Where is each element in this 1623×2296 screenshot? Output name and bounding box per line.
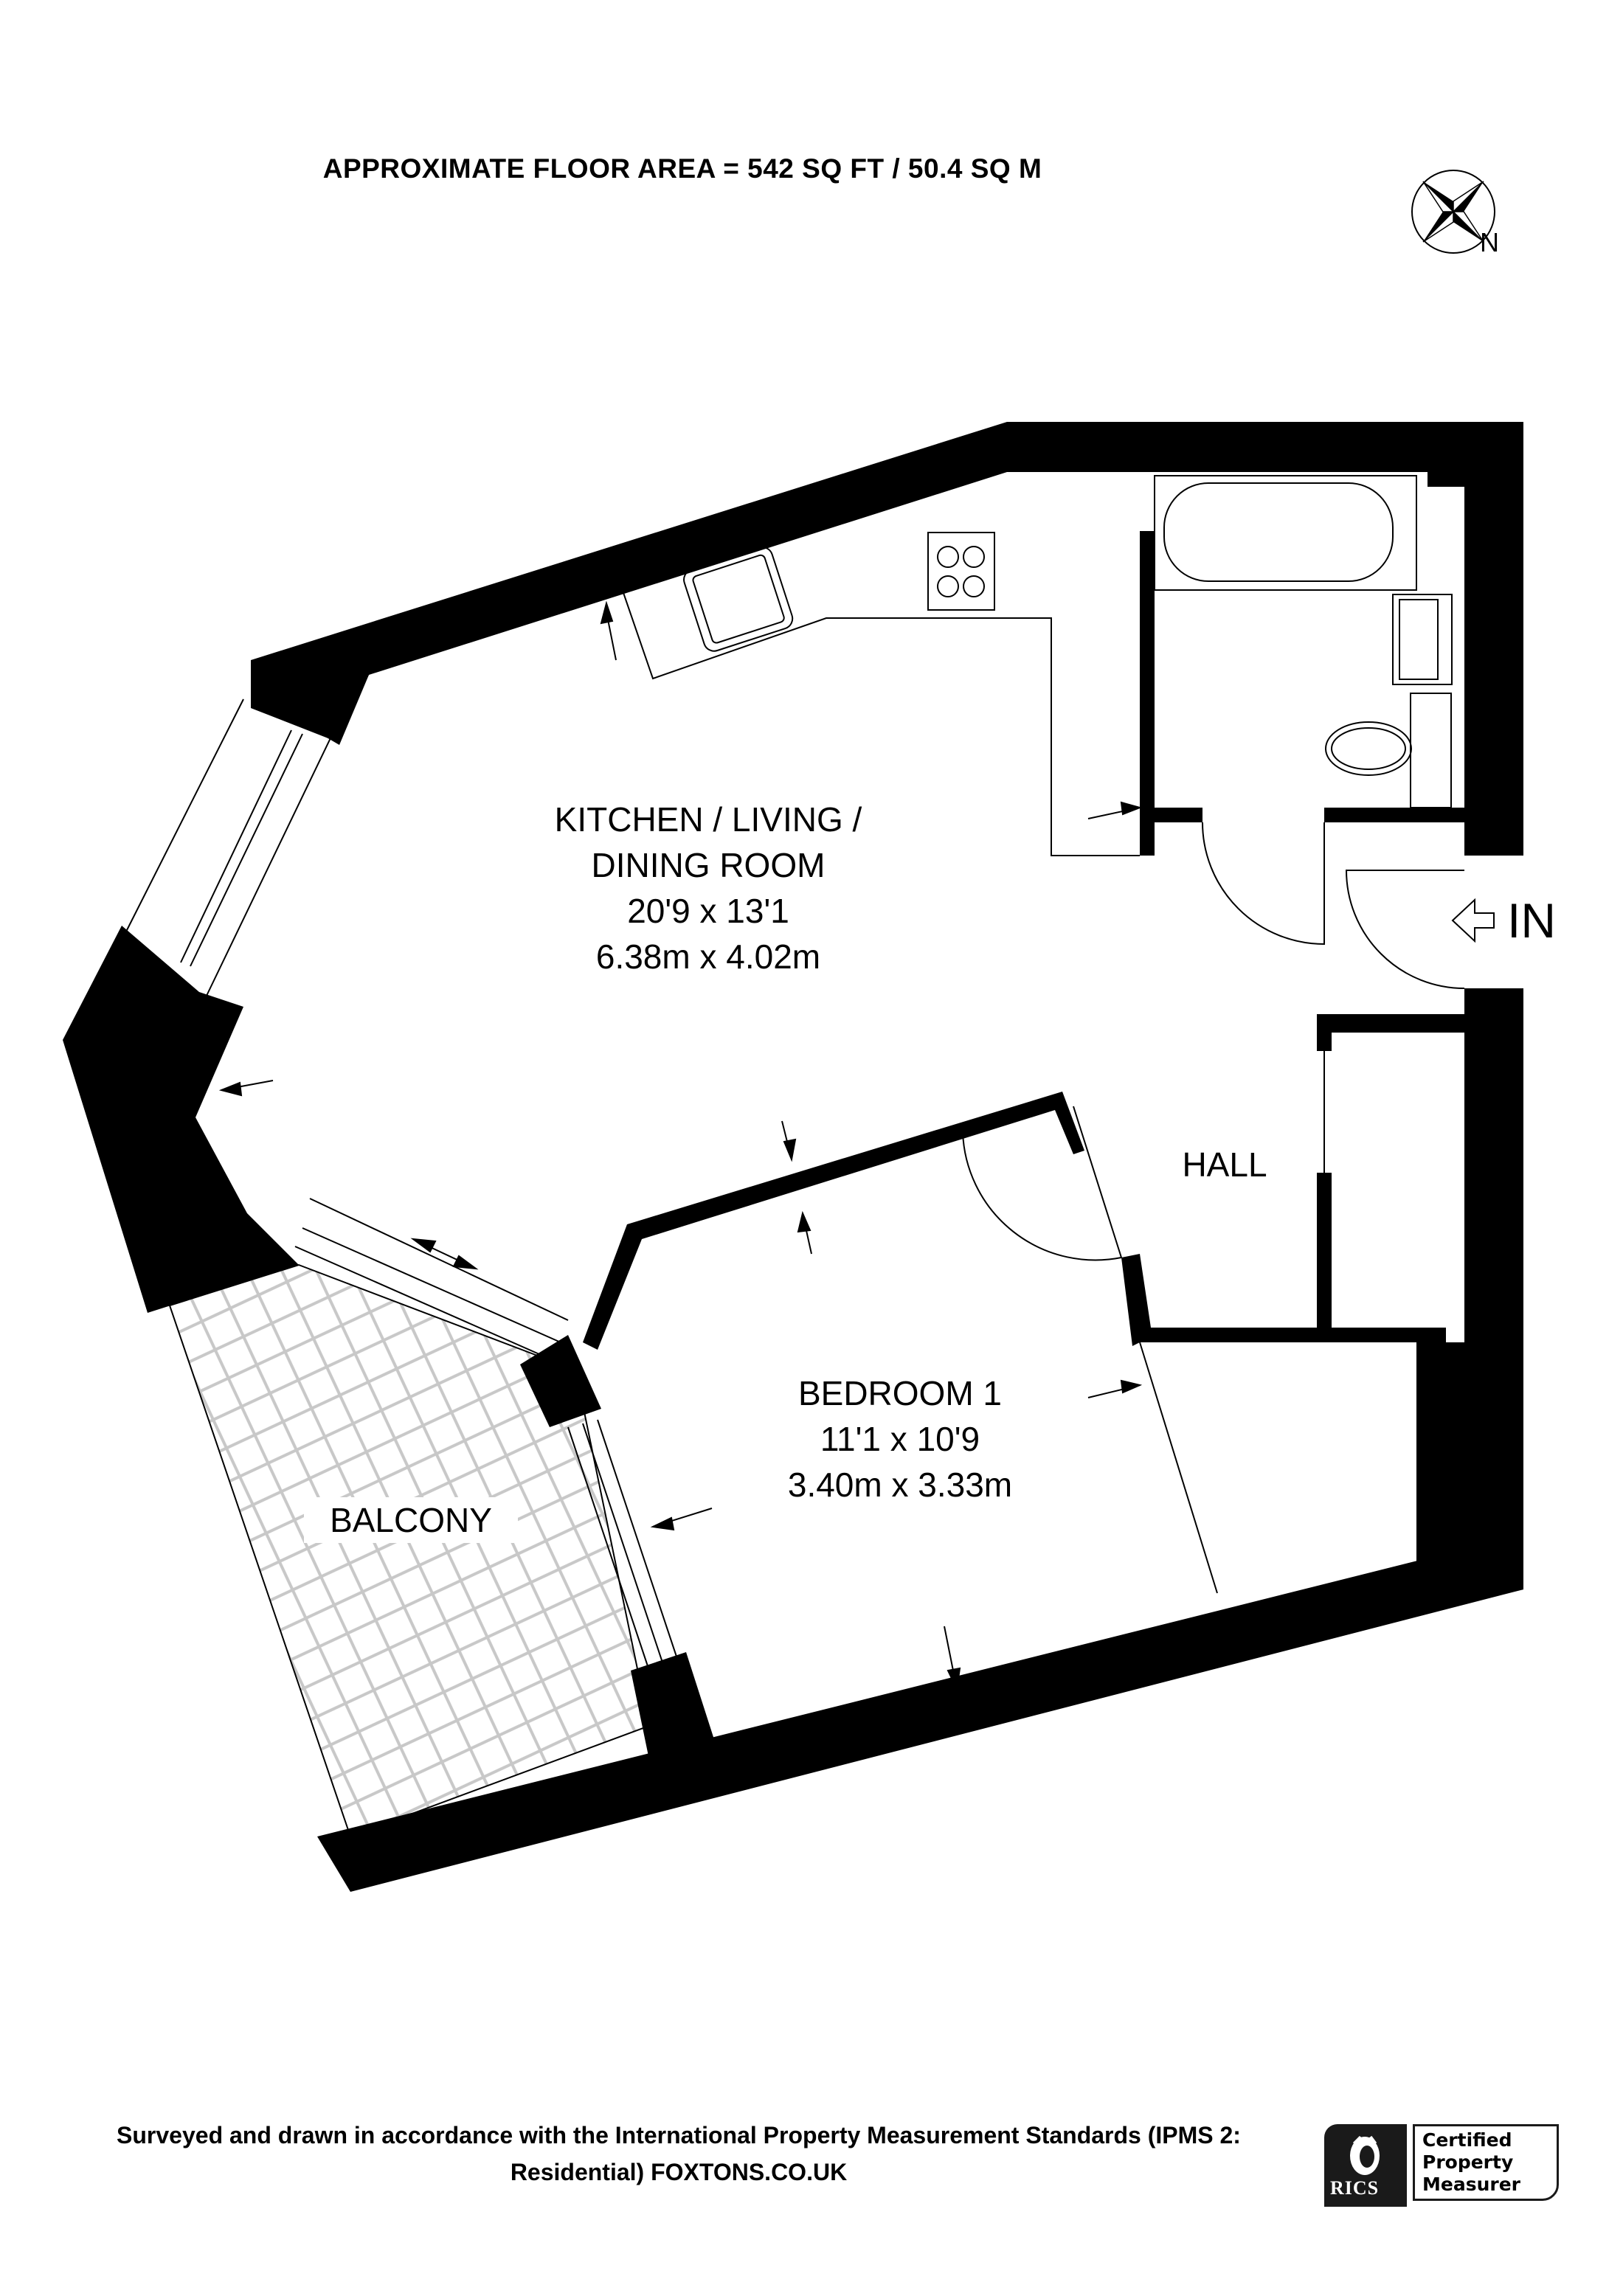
badge-line: Measurer	[1422, 2174, 1520, 2195]
room-name: BEDROOM 1	[797, 1374, 1003, 1412]
window-left-upper	[125, 698, 339, 996]
room-bedroom-1: BEDROOM 1 11'1 x 10'9 3.40m x 3.33m	[745, 1370, 1055, 1508]
compass-rose-icon	[1411, 170, 1495, 254]
rics-logo: RICS	[1324, 2124, 1407, 2207]
room-name: BALCONY	[330, 1501, 492, 1539]
room-dimensions-imperial: 11'1 x 10'9	[820, 1420, 980, 1458]
room-hall: HALL	[1151, 1142, 1298, 1187]
entrance-marker: IN	[1450, 892, 1556, 948]
north-label: N	[1480, 227, 1499, 257]
rics-badge: RICS Certified Property Measurer	[1324, 2124, 1568, 2207]
floor-area-title: APPROXIMATE FLOOR AREA = 542 SQ FT / 50.…	[322, 153, 1042, 184]
doors	[962, 822, 1465, 1594]
survey-footer: Surveyed and drawn in accordance with th…	[44, 2117, 1313, 2191]
entrance-label: IN	[1507, 893, 1556, 948]
room-name: KITCHEN / LIVING /	[554, 800, 862, 839]
bathroom-fixtures	[1154, 475, 1453, 808]
room-name: DINING ROOM	[591, 846, 826, 884]
rics-wordmark: RICS	[1330, 2177, 1380, 2199]
badge-line: Certified	[1422, 2129, 1512, 2151]
room-kitchen-living: KITCHEN / LIVING / DINING ROOM 20'9 x 13…	[502, 797, 915, 979]
balcony-floor	[168, 1263, 651, 1838]
window-balcony-door	[294, 1198, 569, 1358]
room-dimensions-imperial: 20'9 x 13'1	[627, 892, 789, 930]
lion-icon	[1350, 2135, 1380, 2175]
room-dimensions-metric: 6.38m x 4.02m	[595, 937, 821, 976]
arrow-left-icon	[1451, 898, 1495, 943]
walls	[63, 422, 1523, 1892]
window-bedroom	[567, 1419, 679, 1671]
kitchen-counter	[620, 532, 1140, 856]
dimension-arrows	[218, 600, 1143, 1692]
badge-line: Property	[1422, 2151, 1514, 2173]
rics-certification-text: Certified Property Measurer	[1413, 2124, 1559, 2201]
room-dimensions-metric: 3.40m x 3.33m	[787, 1466, 1013, 1504]
footer-line-1: Surveyed and drawn in accordance with th…	[117, 2122, 1241, 2148]
footer-line-2: Residential) FOXTONS.CO.UK	[510, 2159, 848, 2185]
room-name: HALL	[1182, 1145, 1267, 1184]
room-balcony: BALCONY	[304, 1497, 518, 1543]
